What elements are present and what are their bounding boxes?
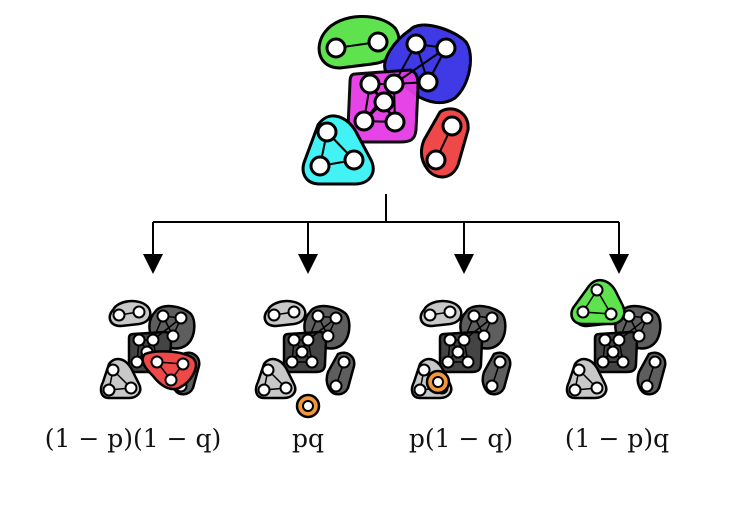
outcome-2-graph — [254, 299, 356, 419]
top-hypergraph — [301, 15, 472, 186]
node — [441, 115, 463, 137]
outcome-4-probability: (1 − p)q — [564, 424, 670, 453]
node — [373, 91, 395, 113]
node — [383, 73, 405, 95]
node — [316, 121, 338, 143]
node — [359, 73, 381, 95]
node — [343, 149, 365, 171]
node — [302, 400, 314, 412]
node — [432, 376, 444, 388]
node — [325, 37, 347, 59]
node — [405, 33, 427, 55]
node — [309, 155, 331, 177]
outcome-3-probability: p(1 − q) — [408, 424, 514, 453]
node — [384, 111, 406, 133]
branch-arrows — [143, 194, 629, 274]
top-nodes — [309, 31, 463, 177]
node — [353, 110, 375, 132]
outcome-2-probability: pq — [291, 424, 324, 453]
outcome-3-graph — [410, 299, 512, 400]
outcome-1-probability: (1 − p)(1 − q) — [44, 424, 222, 453]
node — [367, 31, 389, 53]
node — [417, 71, 439, 93]
outcome-1-graph — [99, 299, 201, 400]
node — [435, 37, 457, 59]
node — [425, 149, 447, 171]
outcome-4-graph — [565, 278, 667, 400]
